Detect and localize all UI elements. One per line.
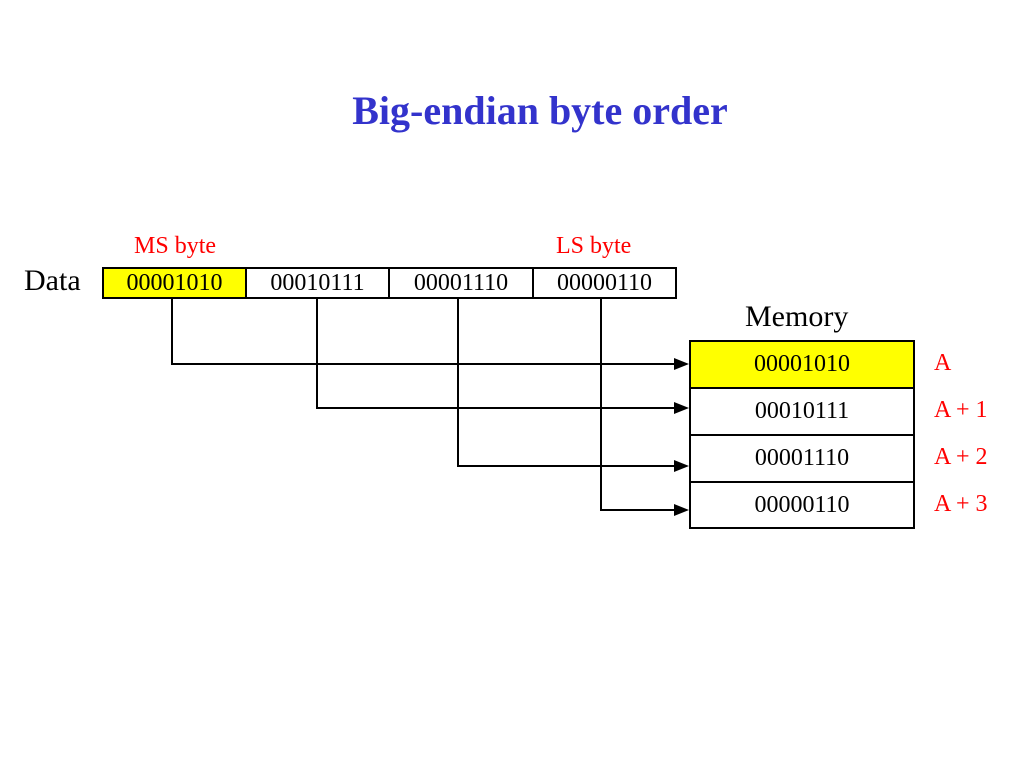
memory-label: Memory [745,300,849,333]
connector-line [457,299,680,467]
connector-line [171,299,680,365]
data-byte-cell: 00010111 [245,267,390,299]
ls-byte-label: LS byte [556,233,632,259]
memory-cell: 00001010 [689,340,915,389]
data-byte-cell: 00001110 [388,267,534,299]
connector-line [600,299,680,511]
address-label: A + 1 [934,397,988,423]
memory-cell: 00000110 [689,481,915,529]
address-label: A + 3 [934,491,988,517]
connector-line [316,299,680,409]
arrowhead-icon [674,358,689,370]
ms-byte-label: MS byte [134,233,217,259]
arrowhead-icon [674,460,689,472]
data-byte-cell: 00001010 [102,267,247,299]
arrowhead-icon [674,504,689,516]
data-label: Data [24,264,81,297]
slide-title: Big-endian byte order [352,88,728,133]
data-byte-cell: 00000110 [532,267,677,299]
memory-cell: 00001110 [689,434,915,483]
arrowhead-icon [674,402,689,414]
address-label: A [934,350,952,376]
address-label: A + 2 [934,444,988,470]
